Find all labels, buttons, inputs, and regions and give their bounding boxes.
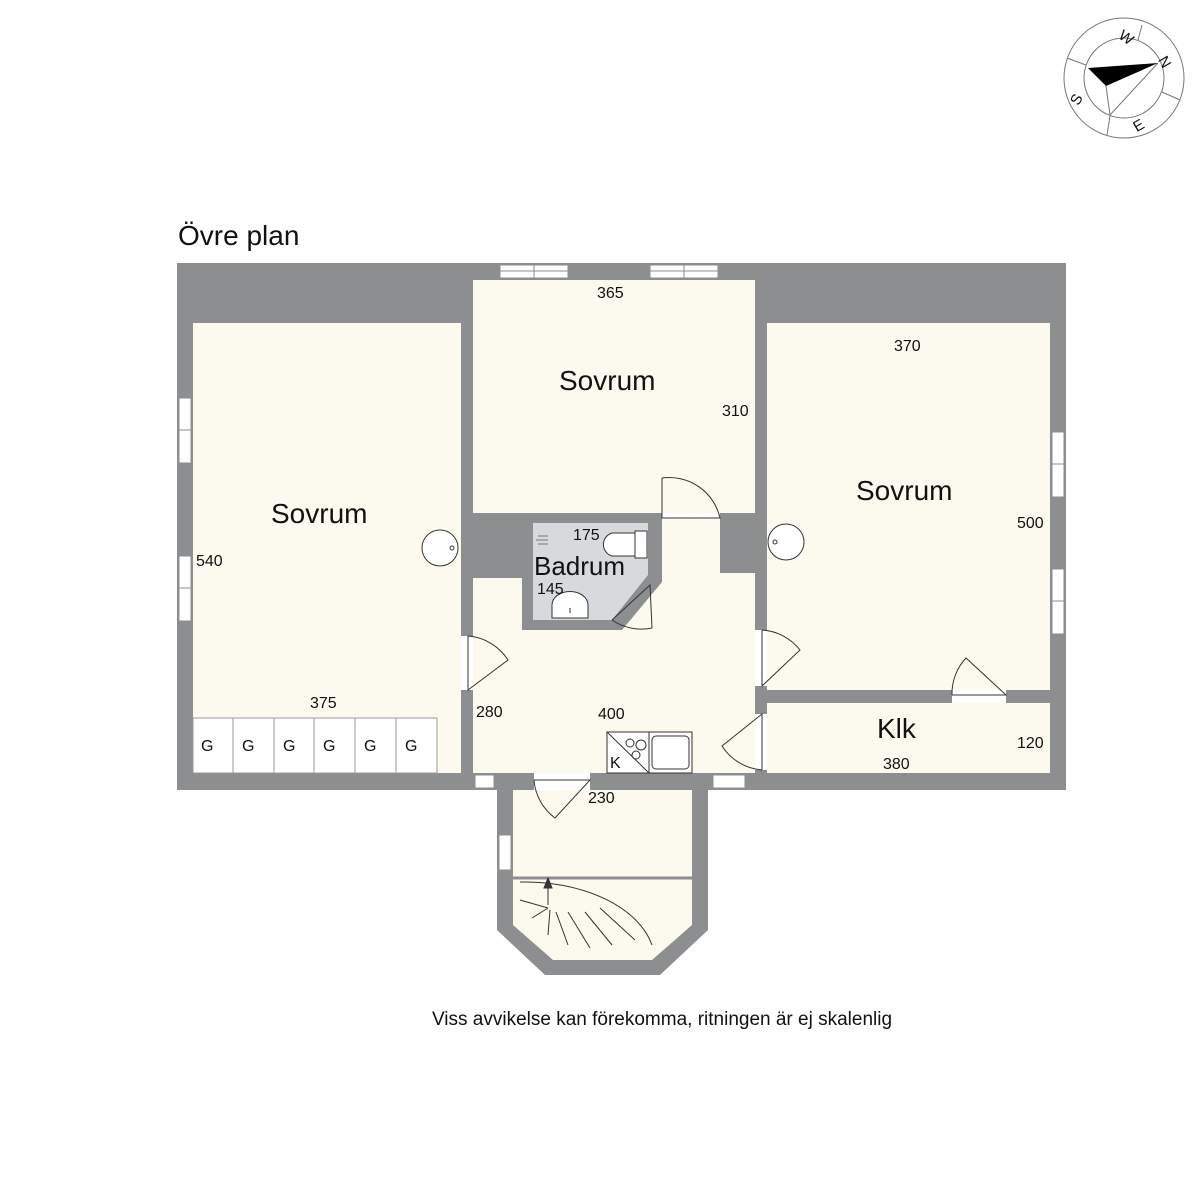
dimension-label: 175	[573, 527, 600, 544]
kitchen-counter: K	[606, 731, 693, 774]
stove-label: K	[610, 755, 621, 772]
closet-label: G	[364, 738, 376, 755]
dimension-label: 540	[196, 553, 223, 570]
compass-icon: W N S E	[1063, 17, 1185, 139]
closet-label: G	[201, 738, 213, 755]
room-label: Sovrum	[856, 475, 952, 506]
dimension-label: 120	[1017, 735, 1044, 752]
dimension-label: 310	[722, 403, 749, 420]
room-label: Badrum	[534, 551, 625, 581]
shower-icon	[536, 535, 548, 545]
closets: G G G G G G	[192, 717, 438, 774]
room-label: Sovrum	[559, 365, 655, 396]
entry	[513, 790, 692, 960]
dimension-label: 145	[537, 581, 564, 598]
room-sovrum-middle	[473, 280, 755, 513]
closet-label: G	[323, 738, 335, 755]
dimension-label: 400	[598, 706, 625, 723]
closet-label: G	[405, 738, 417, 755]
plan-title: Övre plan	[178, 220, 299, 251]
sink-icon	[767, 523, 805, 561]
dimension-label: 230	[588, 790, 615, 807]
room-label: Klk	[877, 713, 917, 744]
dimension-label: 500	[1017, 515, 1044, 532]
dimension-label: 380	[883, 756, 910, 773]
doors	[461, 477, 1008, 819]
dimension-label: 280	[476, 704, 503, 721]
toilet-icon	[603, 530, 648, 559]
sink-icon	[421, 529, 459, 567]
room-sovrum-left	[193, 323, 461, 773]
dimension-label: 370	[894, 338, 921, 355]
room-klk	[767, 703, 1050, 773]
windows	[178, 264, 1065, 871]
dimension-label: 375	[310, 695, 337, 712]
dimension-label: 365	[597, 285, 624, 302]
stairs-icon	[519, 876, 653, 949]
room-label: Sovrum	[271, 498, 367, 529]
closet-label: G	[242, 738, 254, 755]
washbasin-icon	[551, 591, 589, 619]
footer-note: Viss avvikelse kan förekomma, ritningen …	[432, 1009, 892, 1030]
room-sovrum-right	[767, 323, 1050, 690]
closet-label: G	[283, 738, 295, 755]
